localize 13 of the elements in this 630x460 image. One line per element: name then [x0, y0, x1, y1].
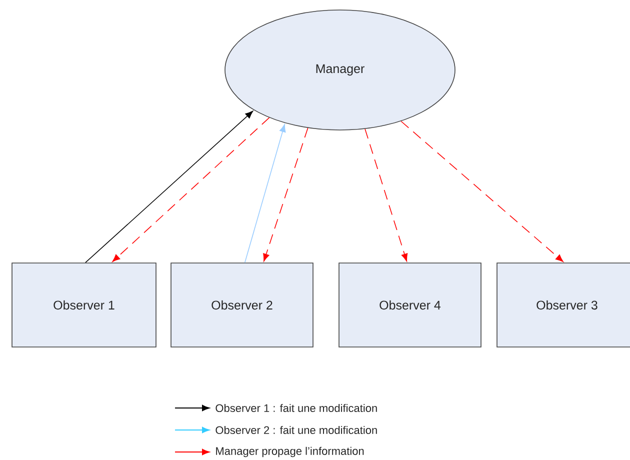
arrow	[400, 120, 564, 262]
legend-text: Observer 1 : fait une modification	[216, 404, 377, 412]
observer-box: Observer 4	[338, 262, 482, 348]
observer-box: Observer 2	[170, 262, 314, 348]
legend-text: Manager propage l’information	[216, 446, 364, 458]
arrow	[85, 110, 254, 263]
observer-box: Observer 3	[496, 262, 630, 348]
arrow	[364, 128, 408, 262]
legend-text: Observer 2 : fait une modification	[216, 426, 377, 434]
arrow	[263, 128, 308, 262]
observer-box: Observer 1	[12, 262, 156, 348]
arrow	[112, 117, 270, 262]
arrow	[244, 124, 286, 263]
